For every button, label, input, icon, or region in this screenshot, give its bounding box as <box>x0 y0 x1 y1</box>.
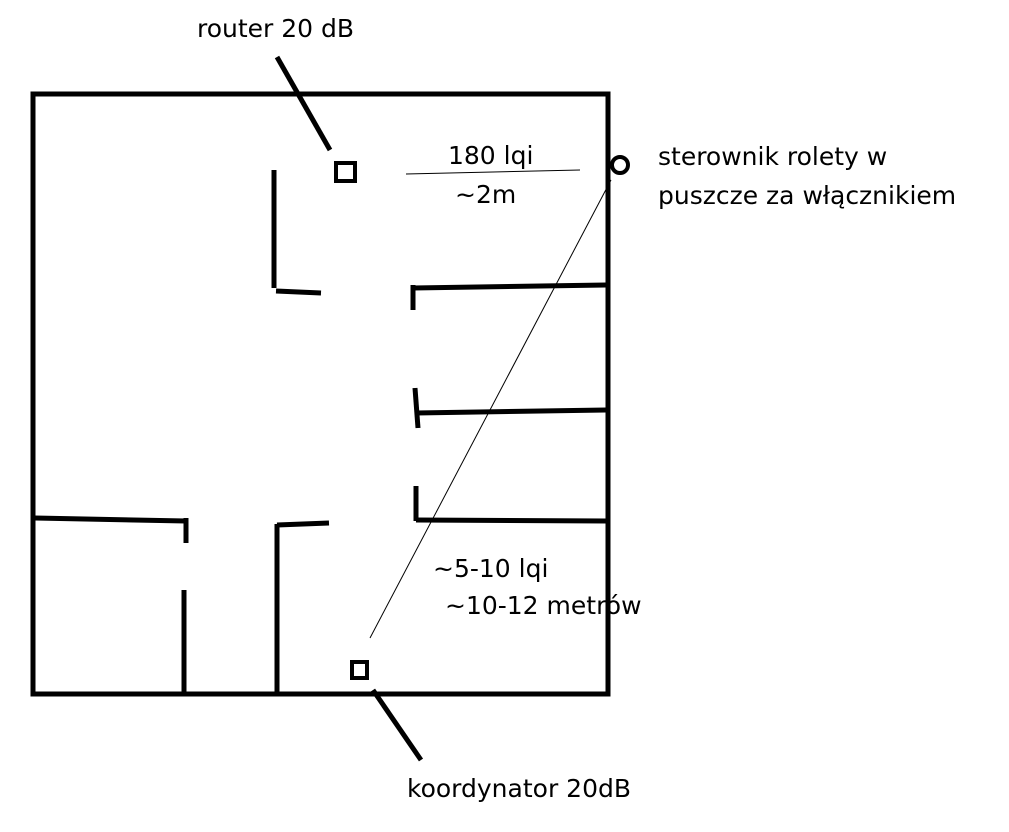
router-link-line <box>405 169 581 175</box>
router-lqi-label: 180 lqi <box>448 141 533 170</box>
coordinator-label: koordynator 20dB <box>407 774 631 803</box>
wall-lower-left-horizontal <box>34 515 187 524</box>
controller-label-line2: puszcze za włącznikiem <box>658 181 956 210</box>
wall-room2-stub <box>412 387 421 429</box>
wall-room2-top <box>415 407 607 416</box>
interior-walls <box>34 170 607 692</box>
router-pointer <box>274 55 333 152</box>
coordinator-distance-label: ~10-12 metrów <box>445 591 642 620</box>
controller-icon <box>610 155 630 175</box>
coordinator-icon <box>350 660 369 680</box>
controller-label-line1: sterownik rolety w <box>658 142 887 171</box>
router-icon <box>334 161 357 183</box>
wall-room3-top <box>415 517 607 524</box>
wall-upper-left-stub <box>275 288 322 296</box>
router-distance-label: ~2m <box>455 180 516 209</box>
router-label: router 20 dB <box>197 14 354 43</box>
wall-room1-top <box>412 282 607 291</box>
wall-lower-mid-top <box>276 520 330 528</box>
coordinator-link-line <box>369 179 612 639</box>
coordinator-pointer <box>370 688 424 762</box>
coordinator-lqi-label: ~5-10 lqi <box>433 554 548 583</box>
outer-wall <box>30 91 611 697</box>
